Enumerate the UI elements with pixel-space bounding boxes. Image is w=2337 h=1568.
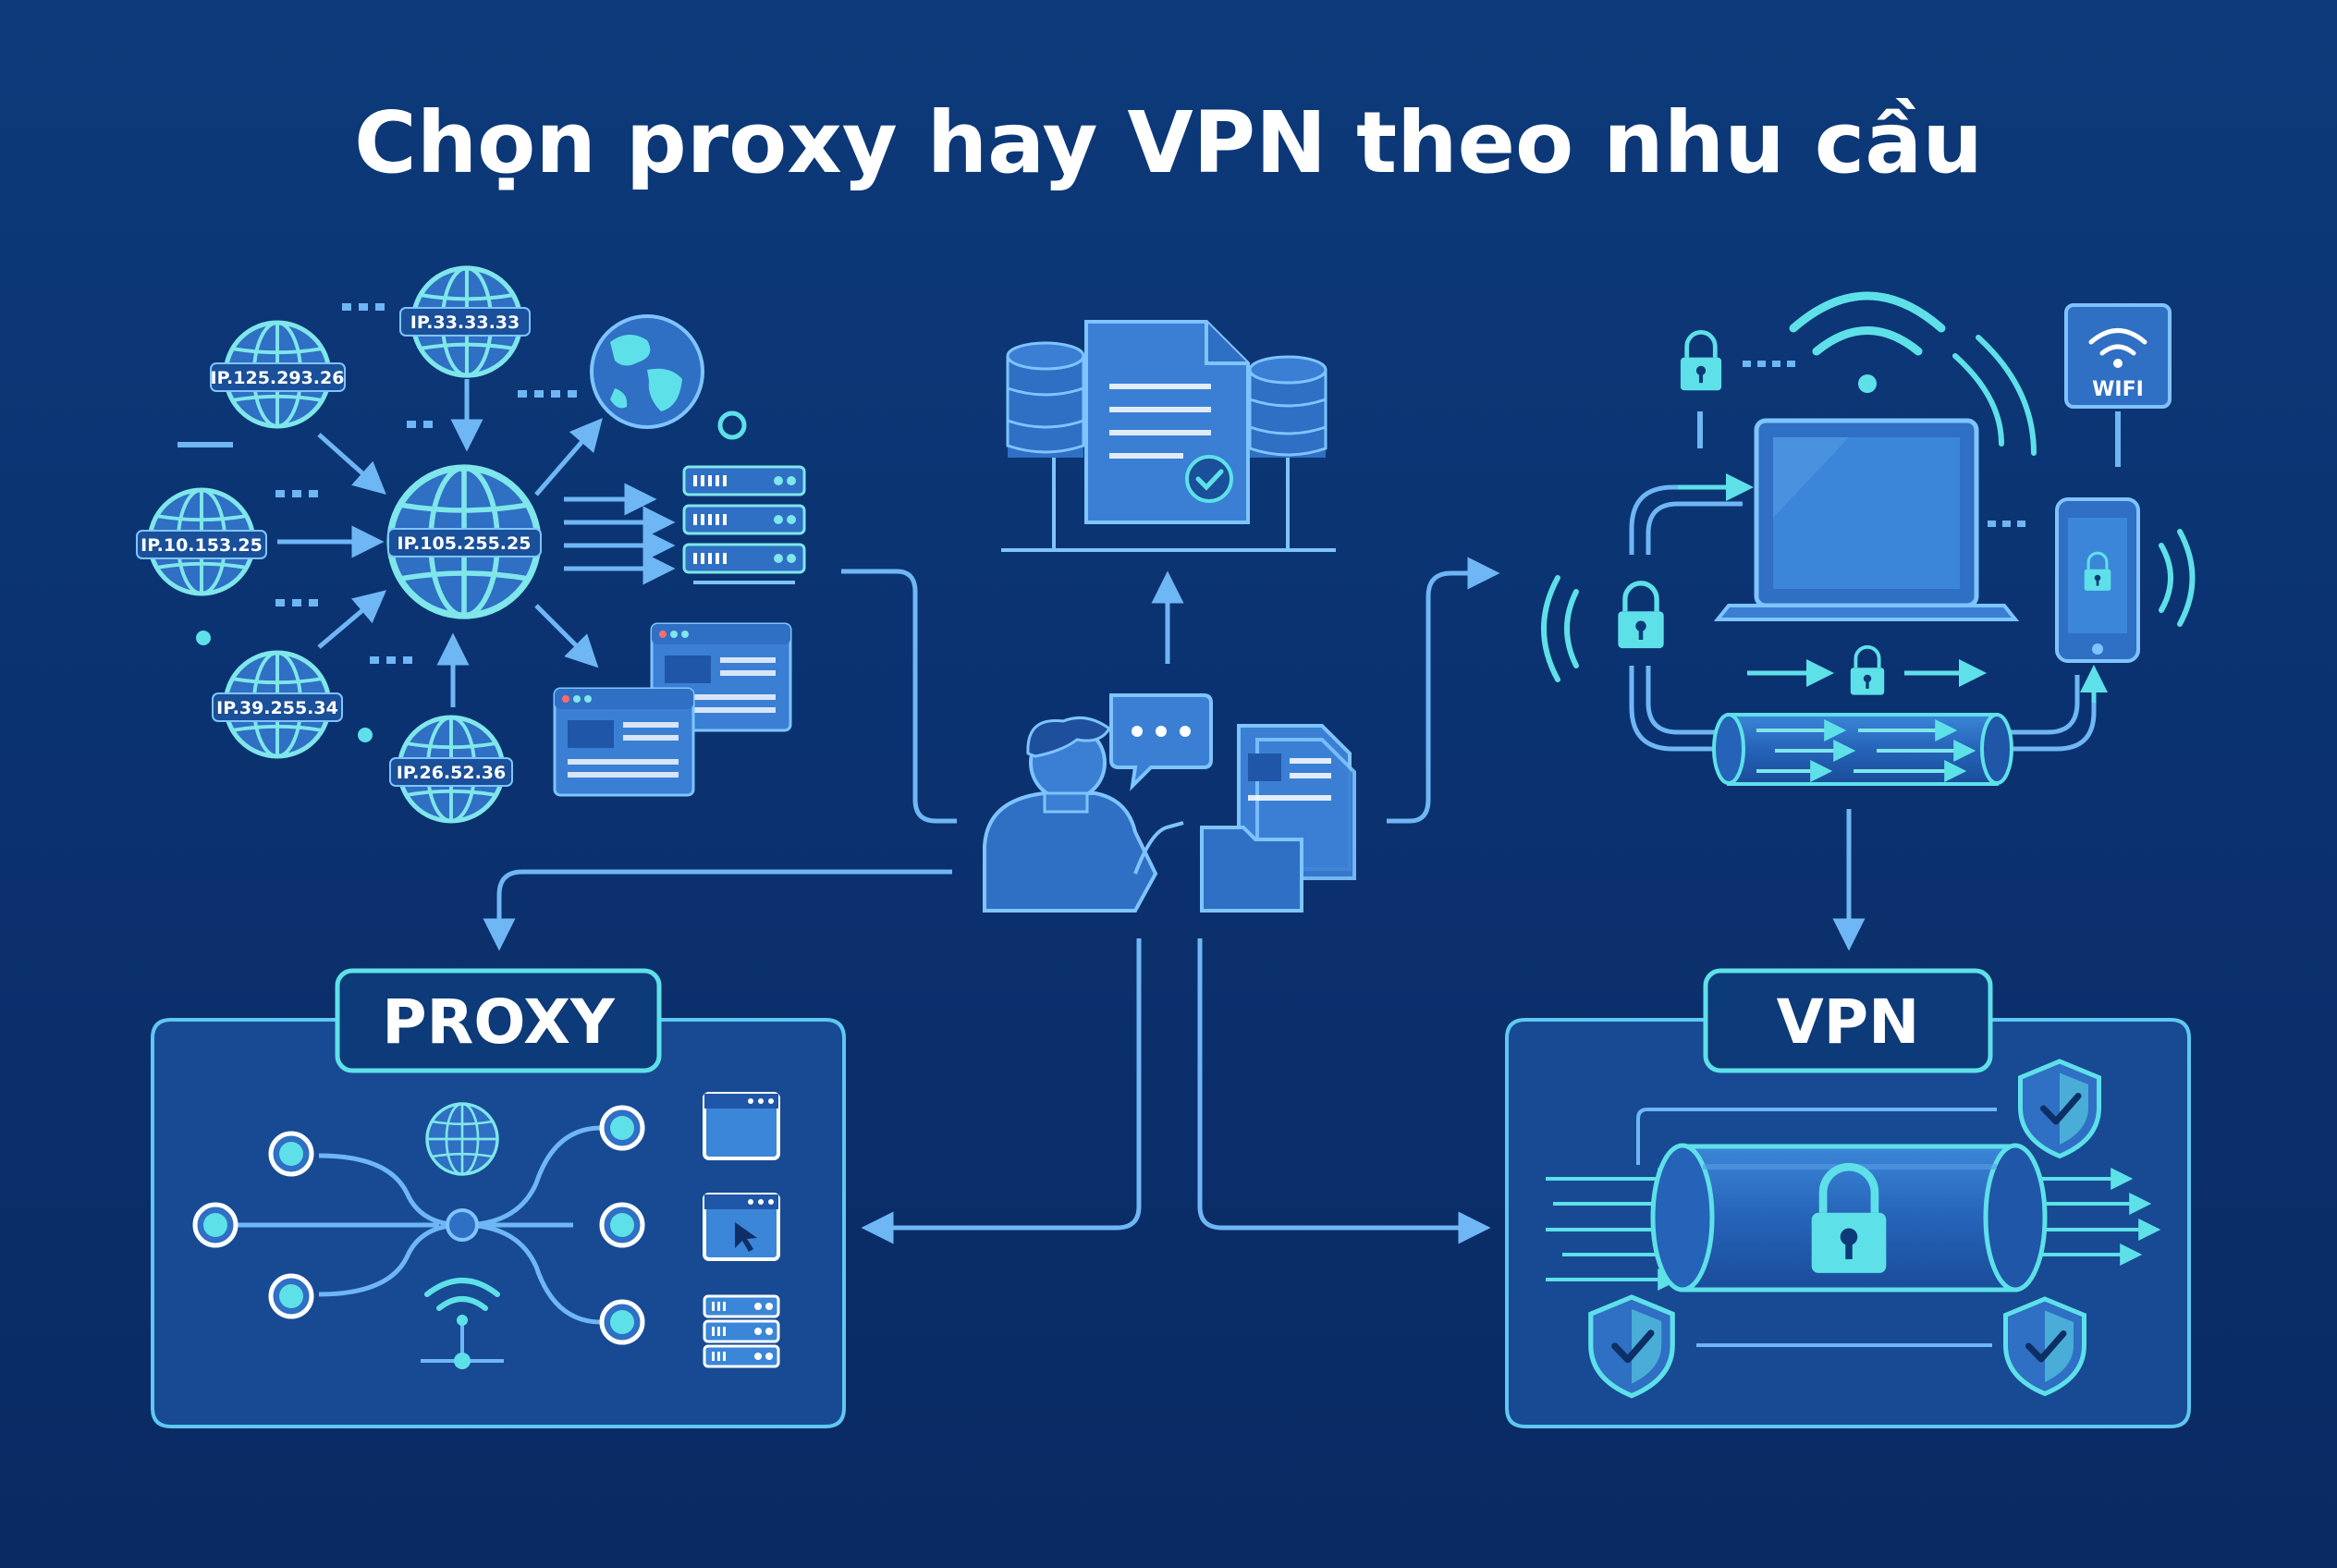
vpn-network-diagram: WIFI [1541, 291, 2196, 786]
connector-cluster-to-person [841, 569, 957, 824]
database-icon-left [1006, 341, 1085, 458]
documents-folder-icon [1200, 724, 1356, 913]
arrow-to-proxy-label [483, 869, 952, 951]
cluster-arrows [277, 379, 676, 707]
cluster-dot [358, 728, 373, 742]
flow-connectors [483, 557, 1866, 1244]
cluster-ring [717, 410, 747, 440]
lock-icon [1618, 583, 1663, 648]
ip-label: IP.105.255.25 [387, 528, 542, 557]
ip-label: IP.33.33.33 [399, 307, 531, 337]
wifi-signal-icon [1789, 291, 1946, 393]
proxy-node-icon [192, 1105, 645, 1345]
lock-icon [1681, 332, 1721, 390]
cluster-dot [196, 631, 211, 645]
person-icon [983, 716, 1184, 913]
svg-text:IP.105.255.25: IP.105.255.25 [398, 533, 532, 554]
arrow-to-vpn-network [1387, 557, 1500, 824]
svg-text:IP.125.293.26: IP.125.293.26 [211, 368, 345, 388]
database-icon-right [1248, 355, 1328, 458]
database-document-icon [1001, 320, 1336, 552]
vpn-box: VPN [1505, 968, 2191, 1428]
ip-label: IP.26.52.36 [389, 757, 513, 787]
chat-bubble-icon [1109, 693, 1213, 791]
browser-window-icon [703, 1092, 780, 1160]
page-title: Chọn proxy hay VPN theo nhu cầu [354, 93, 1983, 192]
document-icon [1084, 320, 1250, 524]
svg-text:IP.39.255.34: IP.39.255.34 [216, 698, 338, 718]
proxy-box: PROXY [151, 968, 846, 1428]
cluster-dashes [177, 303, 577, 664]
wifi-router-icon: WIFI [2064, 303, 2172, 409]
browser-window-icon [553, 622, 792, 797]
signal-waves-icon [1541, 335, 2196, 682]
server-rack-icon [682, 465, 806, 584]
svg-text:IP.33.33.33: IP.33.33.33 [410, 312, 520, 333]
wifi-signal-icon [424, 1278, 500, 1369]
svg-text:IP.10.153.25: IP.10.153.25 [141, 535, 263, 556]
vpn-tunnel-icon [1712, 713, 2013, 786]
globe-icon [425, 1102, 499, 1176]
ip-label: IP.10.153.25 [136, 530, 267, 559]
ip-label: IP.39.255.34 [212, 692, 343, 722]
vpn-label-box: VPN [1703, 968, 1993, 1073]
arrow-to-vpn-box [1197, 938, 1491, 1244]
laptop-icon [1713, 418, 2020, 621]
ip-label: IP.125.293.26 [210, 362, 346, 392]
cursor-window-icon [703, 1193, 780, 1261]
proxy-label-box: PROXY [335, 968, 662, 1073]
vpn-loop-lines [1629, 484, 2097, 752]
proxy-label: PROXY [382, 986, 616, 1058]
server-rack-icon [703, 1294, 780, 1368]
lock-icon [1851, 647, 1884, 695]
proxy-ip-cluster: IP.33.33.33 IP.125.293.26 IP.105.255.25 … [136, 268, 806, 821]
vpn-label: VPN [1777, 986, 1920, 1058]
arrow-to-proxy-box [861, 938, 1142, 1244]
wifi-label: WIFI [2092, 378, 2144, 401]
svg-text:IP.26.52.36: IP.26.52.36 [397, 763, 506, 783]
earth-globe-icon [590, 314, 704, 429]
